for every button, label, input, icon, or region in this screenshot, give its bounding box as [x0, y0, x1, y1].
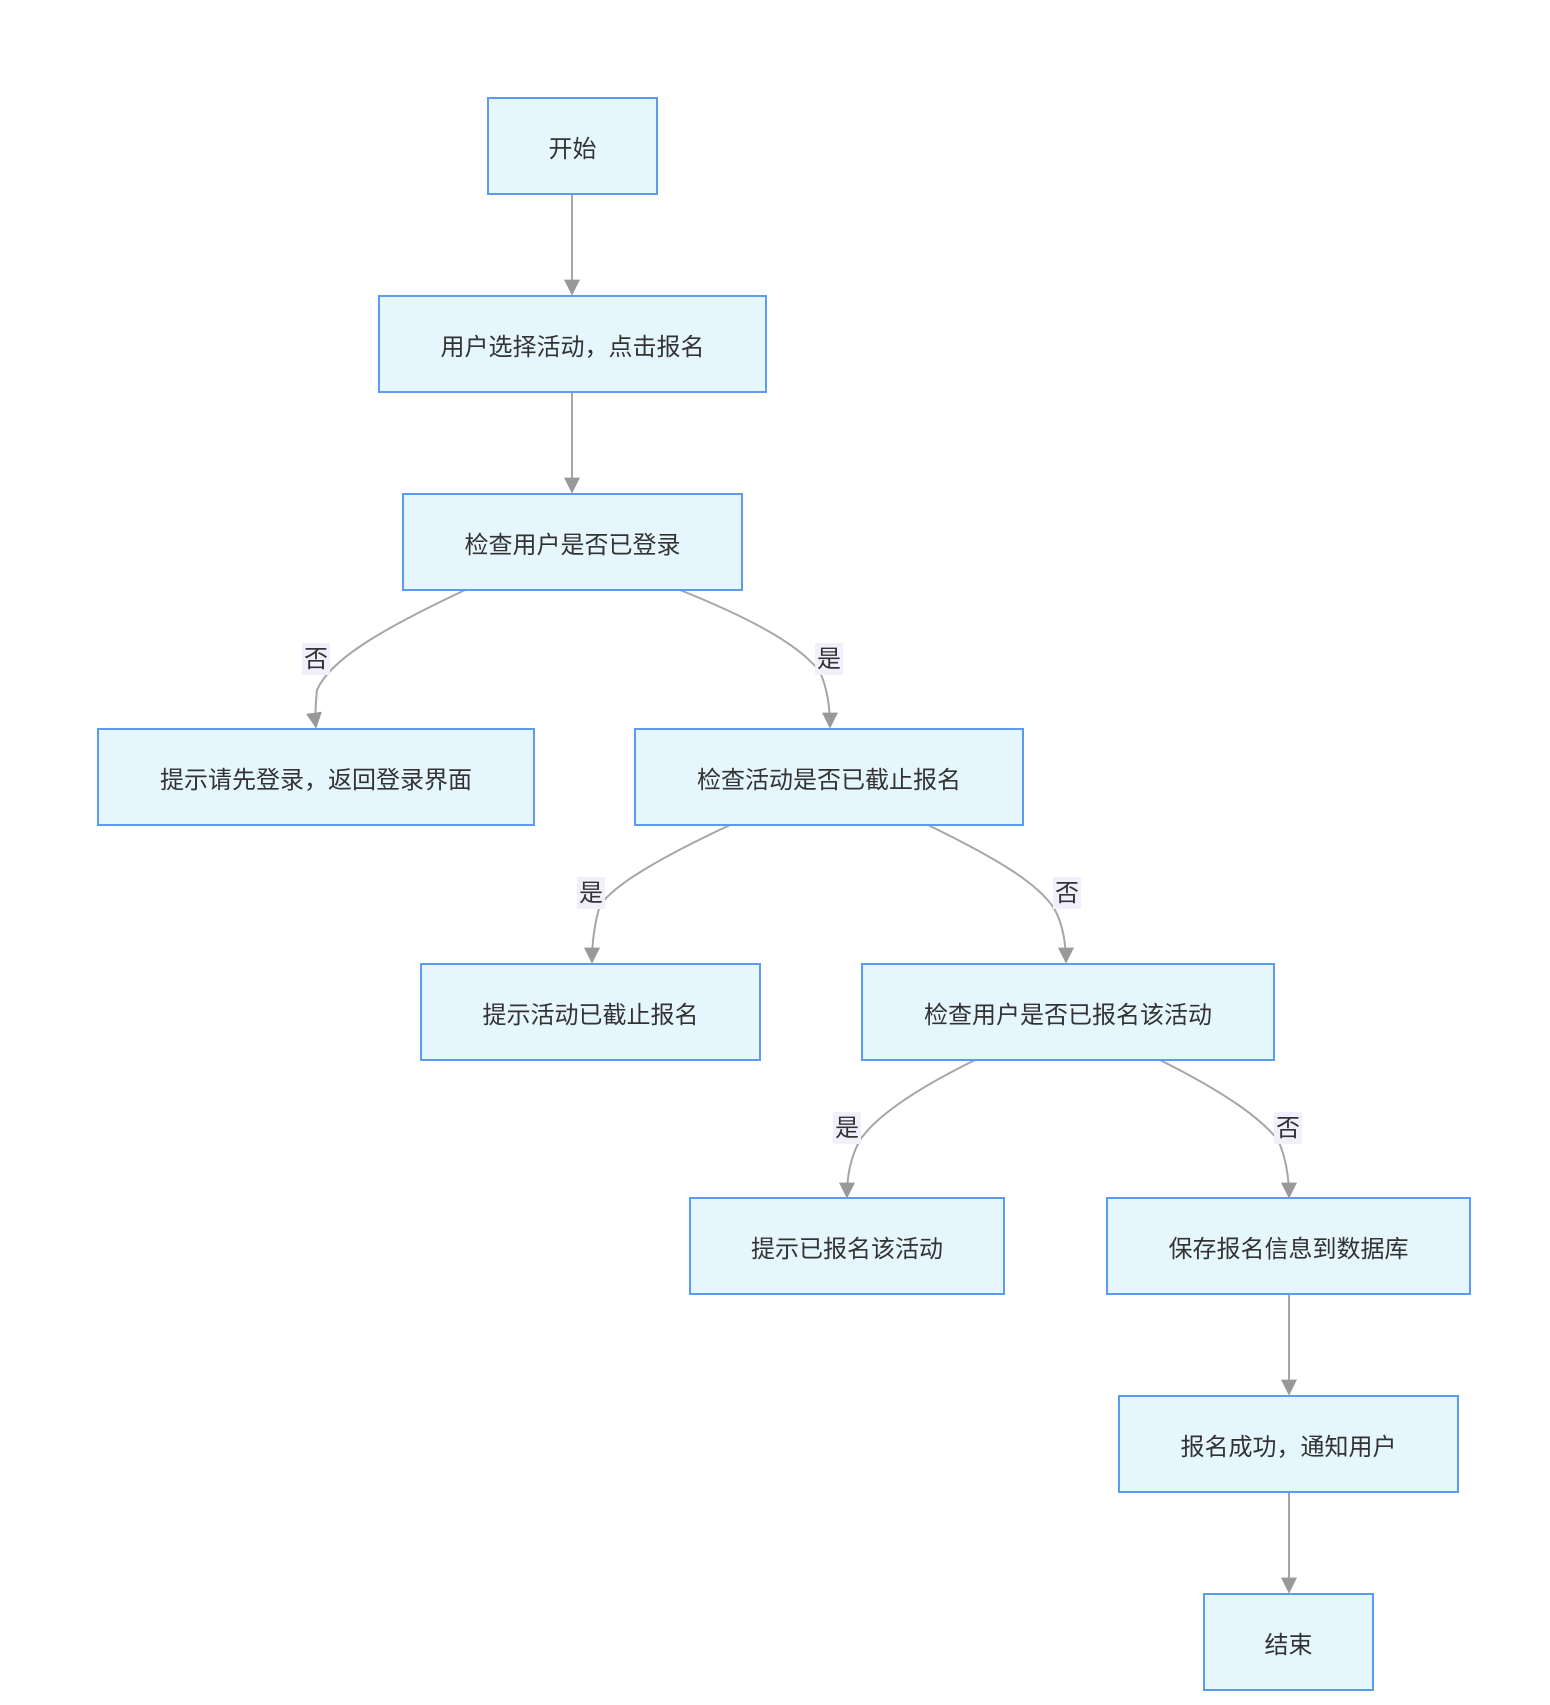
- node-select-activity: 用户选择活动，点击报名: [378, 295, 767, 393]
- node-prompt-login: 提示请先登录，返回登录界面: [97, 728, 535, 826]
- edge-label-registered-yes: 是: [833, 1112, 861, 1144]
- node-start: 开始: [487, 97, 658, 195]
- edge-label-registered-no: 否: [1274, 1112, 1302, 1144]
- edge-check-deadline-to-prompt-deadline: [584, 824, 731, 964]
- edge-label-deadline-no: 否: [1053, 877, 1081, 909]
- edge-check-login-to-prompt-login: [306, 589, 466, 729]
- node-check-login: 检查用户是否已登录: [402, 493, 743, 591]
- edge-check-registered-to-save: [1159, 1059, 1297, 1199]
- node-prompt-registered: 提示已报名该活动: [689, 1197, 1005, 1295]
- edge-label-deadline-yes: 是: [577, 877, 605, 909]
- edge-check-login-to-check-deadline: [679, 589, 838, 729]
- node-success-notify: 报名成功，通知用户: [1118, 1395, 1459, 1493]
- node-prompt-deadline: 提示活动已截止报名: [420, 963, 761, 1061]
- edge-check-registered-to-prompt-registered: [839, 1059, 976, 1199]
- node-end: 结束: [1203, 1593, 1374, 1691]
- node-check-registered: 检查用户是否已报名该活动: [861, 963, 1275, 1061]
- edge-label-login-no: 否: [302, 643, 330, 675]
- node-check-deadline: 检查活动是否已截止报名: [634, 728, 1024, 826]
- edge-check-deadline-to-check-registered: [927, 824, 1074, 964]
- edge-label-login-yes: 是: [815, 643, 843, 675]
- node-save-registration: 保存报名信息到数据库: [1106, 1197, 1471, 1295]
